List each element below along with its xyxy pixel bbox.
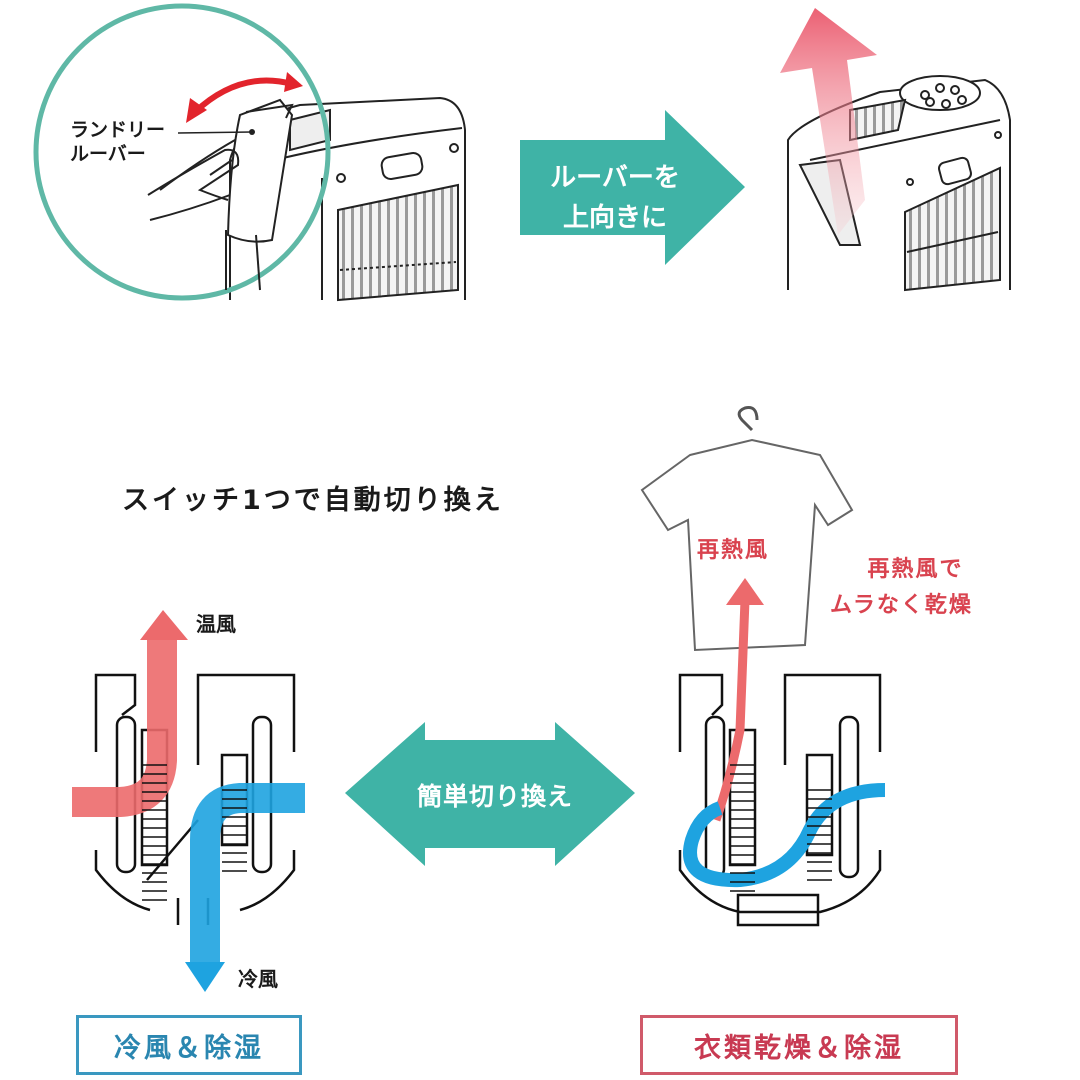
louver-hand-illustration <box>147 98 294 291</box>
callout-circle <box>33 3 331 301</box>
reheat-air-shirt-label: 再熱風 <box>697 538 770 563</box>
switch-double-arrow-shape <box>345 722 635 866</box>
step-arrow-label-line2: 上向きに <box>562 203 667 233</box>
laundry-louver-label-line1: ランドリー <box>70 119 166 141</box>
cool-air-arrowhead-icon <box>185 962 225 992</box>
warm-air-arrowhead-icon <box>140 610 188 640</box>
even-drying-note-line2: ムラなく乾燥 <box>830 593 973 618</box>
upward-airflow-arrow-icon <box>780 8 877 235</box>
callout-leader-dot <box>249 129 255 135</box>
laundry-louver-label-line2: ルーバー <box>70 143 146 165</box>
cool-air-label: 冷風 <box>238 967 278 991</box>
even-drying-note-line1: 再熱風で <box>867 557 964 582</box>
clothes-drying-dehumidify-mode-label: 衣類乾燥＆除湿 <box>640 1015 958 1075</box>
auto-switch-heading: スイッチ1つで自動切り換え <box>122 485 504 516</box>
step-arrow-label-line1: ルーバーを <box>550 163 680 193</box>
warm-air-label: 温風 <box>196 612 236 636</box>
easy-switch-label: 簡単切り換え <box>416 782 573 811</box>
step-arrow-shape <box>520 110 745 265</box>
cool-air-flow <box>190 783 305 965</box>
reheat-air-arrowhead-icon <box>726 578 764 605</box>
shirt-on-hanger-illustration <box>640 406 854 652</box>
laundry-louver-label: ランドリー ルーバー <box>70 118 165 166</box>
cooling-dehumidify-mode-label: 冷風＆除湿 <box>76 1015 302 1075</box>
callout-leader-line <box>177 131 253 134</box>
warm-air-flow <box>72 640 177 817</box>
swing-double-arrow-icon <box>186 72 303 123</box>
even-drying-note: 再熱風で ムラなく乾燥 <box>830 552 973 624</box>
step-arrow-label: ルーバーを 上向きに <box>520 158 710 238</box>
